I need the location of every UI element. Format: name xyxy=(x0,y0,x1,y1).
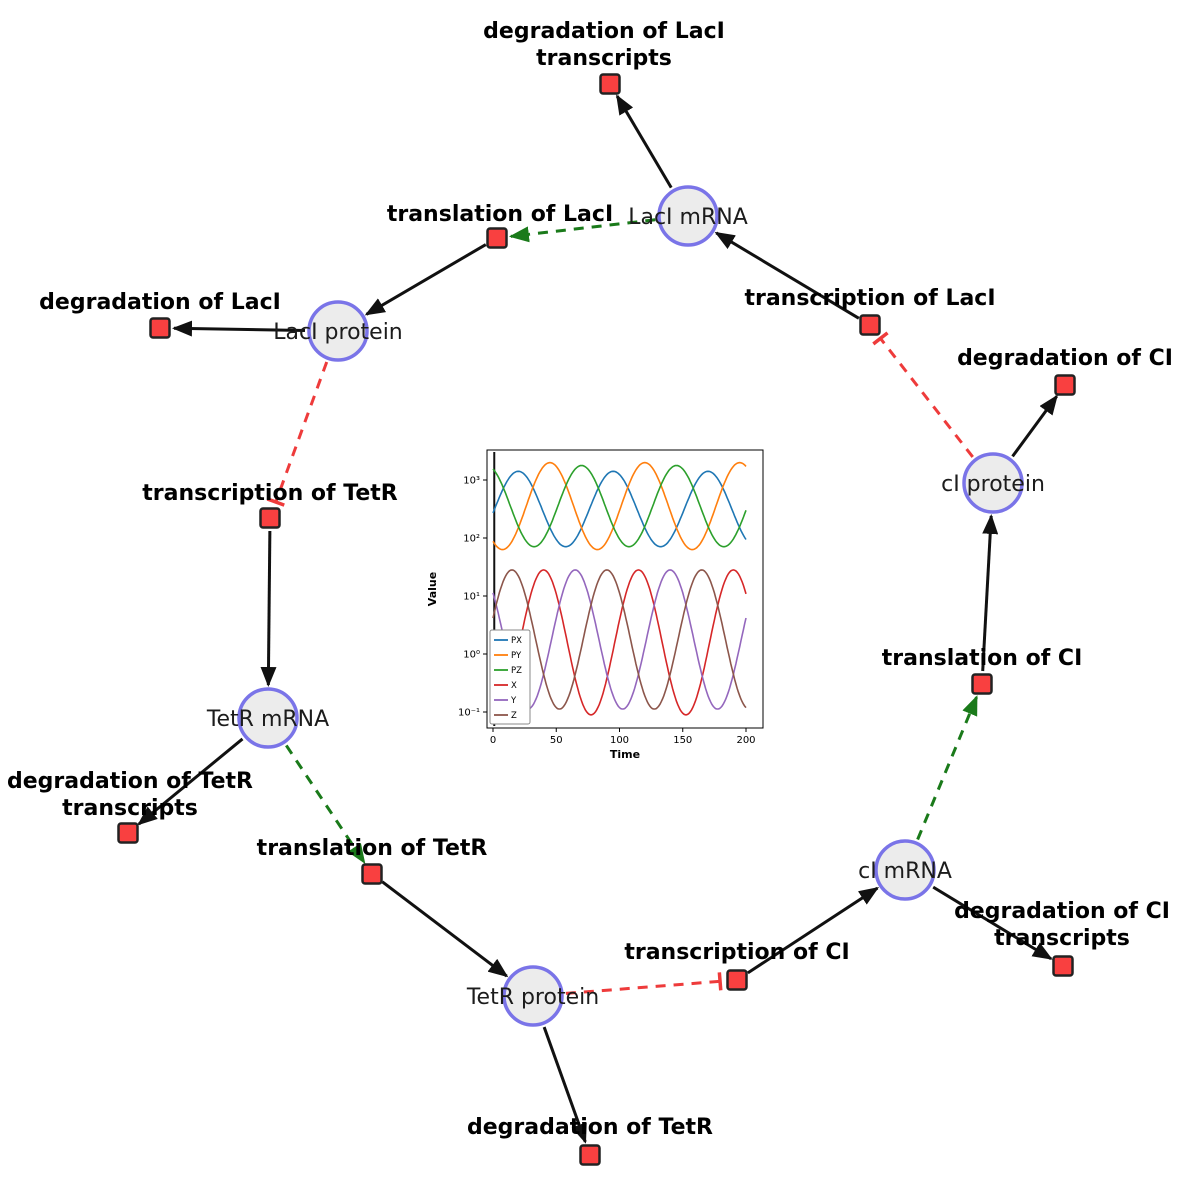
reaction-node-deg_ci[interactable] xyxy=(1054,374,1076,396)
reaction-label-deg_laci-line0: degradation of LacI xyxy=(39,290,281,315)
series-line-X xyxy=(492,569,747,716)
x-tick-label: 0 xyxy=(490,735,496,746)
edge-laci_protein-to-deg_laci-consumption xyxy=(171,320,306,337)
reaction-label-deg_laci_transcripts-line1: transcripts xyxy=(536,46,672,71)
edge-tetr_protein-to-transcription_ci-inhibition xyxy=(565,972,723,995)
reaction-label-deg_tetr_transcripts-line1: transcripts xyxy=(62,796,198,821)
edge-tetr_mrna-to-translation_tetr-modifier xyxy=(285,744,366,865)
x-tick-label: 200 xyxy=(736,735,755,746)
edge-ci_mrna-to-deg_ci_transcripts-consumption xyxy=(932,885,1053,961)
edge-tetr_protein-to-deg_tetr-consumption xyxy=(542,1026,587,1144)
species-label-laci_protein: LacI protein xyxy=(273,320,403,345)
reaction-label-translation_ci-line0: translation of CI xyxy=(882,646,1083,671)
edge-translation_ci-to-ci_protein-production xyxy=(981,513,999,672)
legend-box xyxy=(489,629,531,725)
reaction-label-translation_laci-line0: translation of LacI xyxy=(387,202,613,227)
series-line-Y xyxy=(492,569,747,710)
x-tick-label: 50 xyxy=(550,735,563,746)
reaction-label-translation_tetr-line0: translation of TetR xyxy=(257,836,488,861)
edge-ci_mrna-to-translation_ci-modifier xyxy=(916,695,979,841)
y-tick-label: 10¹ xyxy=(463,592,480,603)
edge-laci_mrna-to-translation_laci-modifier xyxy=(508,218,656,243)
reaction-node-translation_tetr[interactable] xyxy=(361,863,383,885)
x-tick-label: 150 xyxy=(673,735,692,746)
y-tick-label: 10² xyxy=(463,534,480,545)
y-tick-label: 10⁰ xyxy=(463,650,480,661)
edges-layer xyxy=(137,94,1058,1144)
reaction-node-deg_ci_transcripts[interactable] xyxy=(1052,955,1074,977)
reaction-node-translation_ci[interactable] xyxy=(971,673,993,695)
reaction-label-transcription_ci-line0: transcription of CI xyxy=(624,940,849,965)
edge-tetr_mrna-to-deg_tetr_transcripts-consumption xyxy=(137,737,244,826)
species-node-laci_protein[interactable] xyxy=(307,300,369,362)
edge-translation_tetr-to-tetr_protein-production xyxy=(381,880,509,978)
nodes-layer xyxy=(117,73,1076,1166)
reaction-node-transcription_laci[interactable] xyxy=(859,314,881,336)
species-label-ci_mrna: cI mRNA xyxy=(858,859,952,884)
edge-transcription_ci-to-ci_mrna-production xyxy=(747,886,880,975)
species-label-ci_protein: cI protein xyxy=(941,472,1045,497)
legend-label-Z: Z xyxy=(511,711,517,721)
species-node-ci_protein[interactable] xyxy=(962,452,1024,514)
reaction-label-deg_ci-line0: degradation of CI xyxy=(957,346,1173,371)
edge-laci_protein-to-transcription_tetr-inhibition xyxy=(266,361,329,507)
reaction-node-transcription_ci[interactable] xyxy=(726,969,748,991)
species-label-tetr_mrna: TetR mRNA xyxy=(206,707,329,732)
edge-transcription_laci-to-laci_mrna-production xyxy=(714,231,860,320)
series-line-Z xyxy=(492,569,747,710)
legend-label-PY: PY xyxy=(511,651,522,661)
species-label-laci_mrna: LacI mRNA xyxy=(628,205,748,230)
reaction-label-transcription_tetr-line0: transcription of TetR xyxy=(142,481,398,506)
edge-translation_laci-to-laci_protein-production xyxy=(364,243,487,316)
reaction-label-deg_ci_transcripts-line0: degradation of CI xyxy=(954,899,1170,924)
reaction-label-deg_laci_transcripts-line0: degradation of LacI xyxy=(483,19,725,44)
y-tick-label: 10⁻¹ xyxy=(458,708,480,719)
edge-laci_mrna-to-deg_laci_transcripts-consumption xyxy=(615,94,673,189)
reaction-node-deg_laci[interactable] xyxy=(149,317,171,339)
x-axis-label: Time xyxy=(610,748,640,761)
x-tick-label: 100 xyxy=(610,735,629,746)
edge-ci_protein-to-deg_ci-consumption xyxy=(1011,394,1058,458)
legend-label-Y: Y xyxy=(510,696,517,706)
species-label-tetr_protein: TetR protein xyxy=(466,985,599,1010)
series-line-PX xyxy=(492,470,747,548)
legend-label-PX: PX xyxy=(511,636,522,646)
reaction-node-deg_laci_transcripts[interactable] xyxy=(599,73,621,95)
series-line-PY xyxy=(492,461,747,551)
reaction-node-deg_tetr[interactable] xyxy=(579,1144,601,1166)
reaction-node-transcription_tetr[interactable] xyxy=(259,507,281,529)
reaction-label-deg_tetr-line0: degradation of TetR xyxy=(467,1115,713,1140)
reaction-label-deg_ci_transcripts-line1: transcripts xyxy=(994,926,1130,951)
y-tick-label: 10³ xyxy=(463,476,480,487)
series-line-PZ xyxy=(492,464,747,548)
y-axis-label: Value xyxy=(426,572,439,606)
species-node-tetr_mrna[interactable] xyxy=(237,687,299,749)
species-node-tetr_protein[interactable] xyxy=(502,965,564,1027)
reaction-node-translation_laci[interactable] xyxy=(486,227,508,249)
species-node-laci_mrna[interactable] xyxy=(657,185,719,247)
reaction-node-deg_tetr_transcripts[interactable] xyxy=(117,822,139,844)
edge-ci_protein-to-transcription_laci-inhibition xyxy=(872,331,974,458)
chart-legend: PX PY PZ XYZ xyxy=(489,629,531,725)
species-node-ci_mrna[interactable] xyxy=(874,839,936,901)
edge-transcription_tetr-to-tetr_mrna-production xyxy=(260,530,277,688)
legend-label-PZ: PZ xyxy=(511,666,522,676)
reaction-label-transcription_laci-line0: transcription of LacI xyxy=(744,286,995,311)
legend-label-X: X xyxy=(511,681,517,691)
reaction-label-deg_tetr_transcripts-line0: degradation of TetR xyxy=(7,769,253,794)
